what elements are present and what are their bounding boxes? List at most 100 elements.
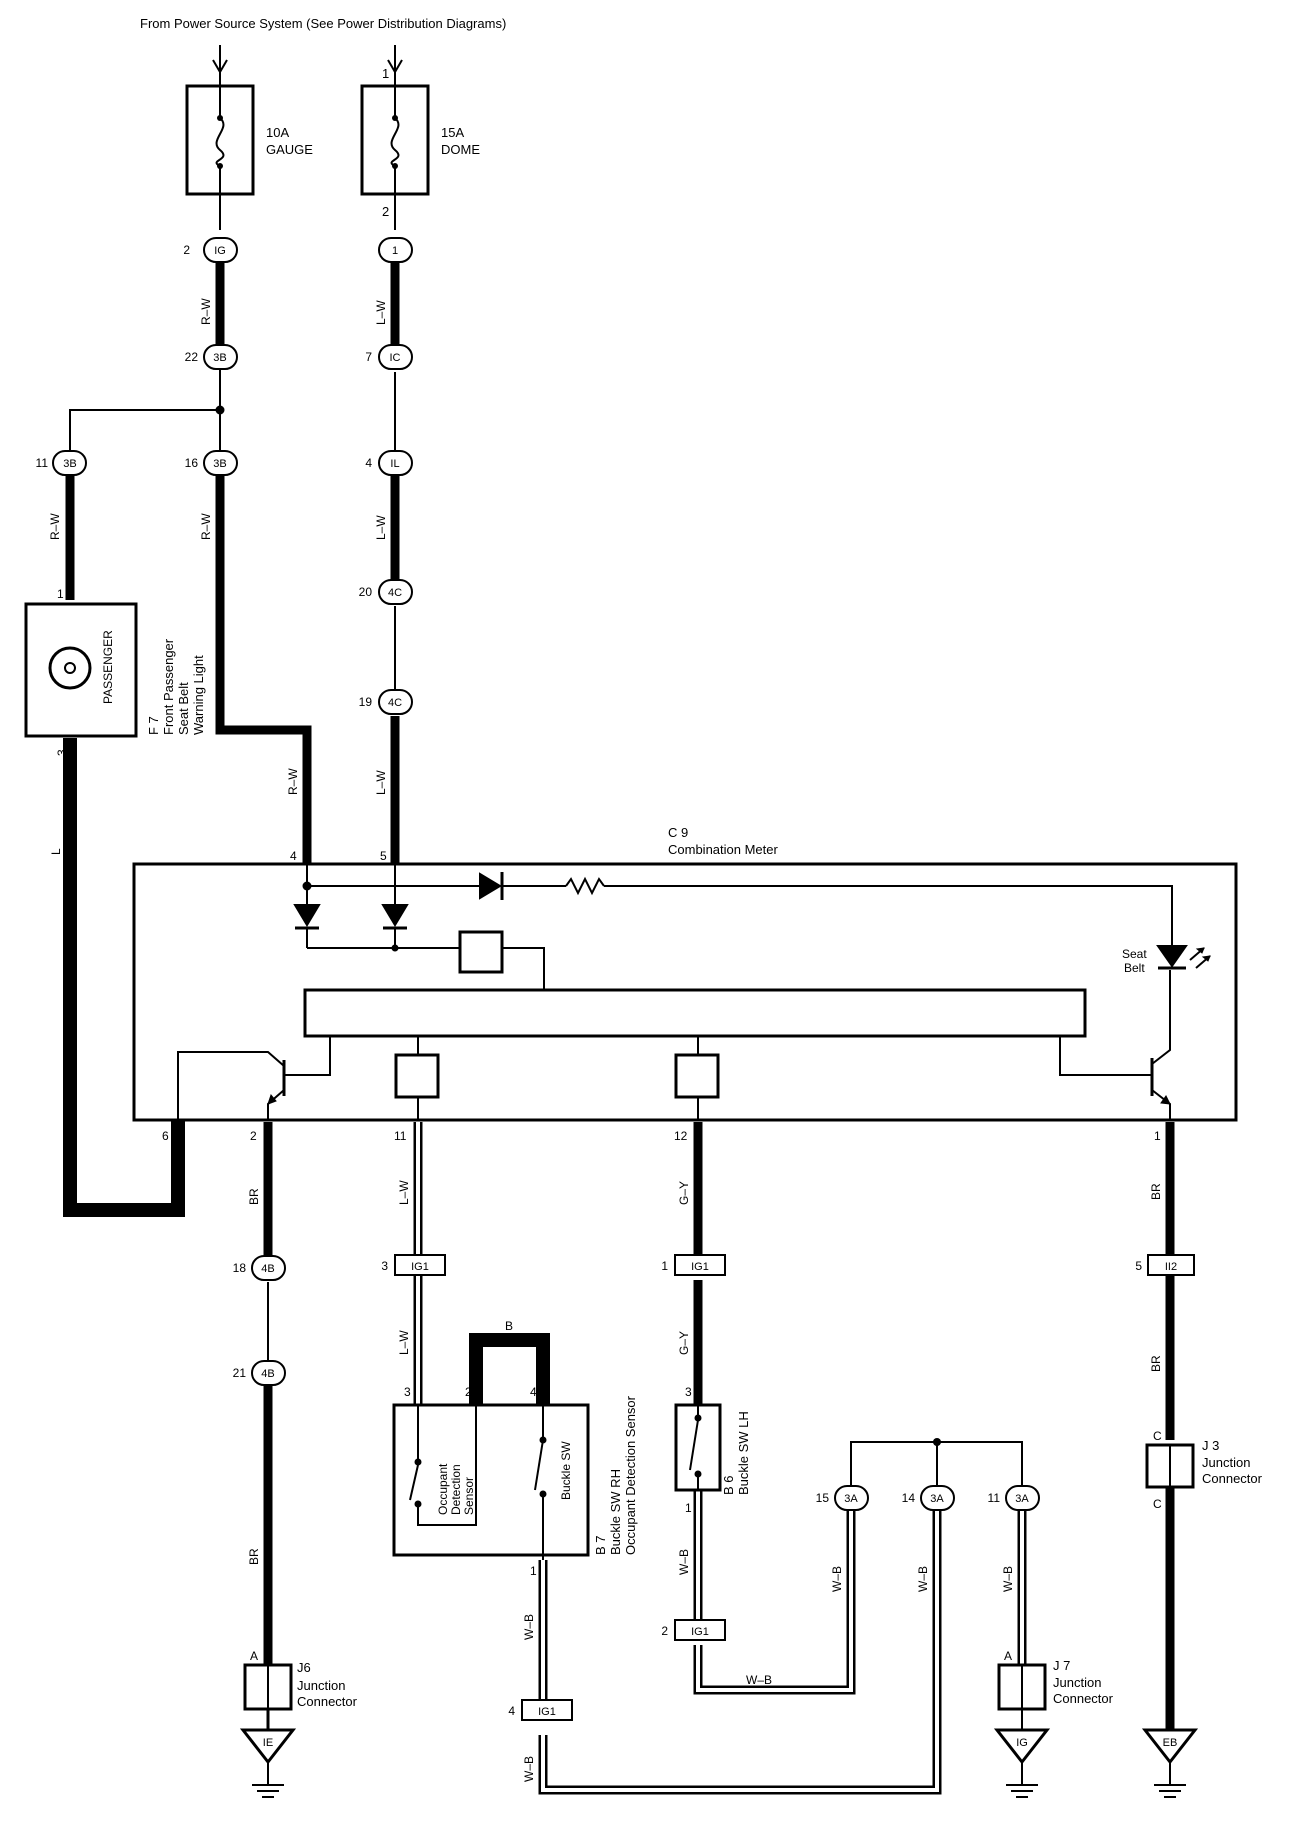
- svg-text:3B: 3B: [63, 458, 76, 470]
- fuse-dome-name: DOME: [441, 142, 480, 157]
- connector-ig-top: IG 2: [183, 237, 238, 263]
- connector-ig1-1: IG1 1: [661, 1254, 726, 1276]
- connector-dome-1: 1: [378, 237, 413, 263]
- b6-line1: Buckle SW LH: [736, 1411, 751, 1495]
- svg-text:19: 19: [359, 695, 373, 709]
- svg-text:3A: 3A: [930, 1493, 944, 1505]
- j3-line1: Junction: [1202, 1455, 1250, 1470]
- svg-text:4B: 4B: [261, 1368, 274, 1380]
- svg-text:IG: IG: [214, 245, 226, 257]
- wire-label-wb-1: W–B: [677, 1549, 691, 1575]
- svg-text:3B: 3B: [213, 352, 226, 364]
- j3-code: J 3: [1202, 1438, 1219, 1453]
- b7-sensor-line1: Occupant: [436, 1463, 450, 1515]
- wire-network: [63, 250, 1175, 1730]
- svg-text:IG1: IG1: [691, 1261, 709, 1273]
- svg-text:4: 4: [365, 456, 372, 470]
- junction-j7: [997, 1663, 1047, 1730]
- warning-light-line1: Front Passenger: [161, 638, 176, 735]
- ground-ie: [239, 1728, 297, 1798]
- wire-label-rw-1: R–W: [199, 298, 213, 325]
- connector-3a-11: 3A 11: [988, 1485, 1040, 1511]
- b7-sensor-line3: Sensor: [462, 1477, 476, 1515]
- j6-code: J6: [297, 1660, 311, 1675]
- meter-pin-2: 2: [250, 1129, 257, 1143]
- warning-light-f7: PASSENGER: [24, 602, 138, 738]
- wire-label-br-4: BR: [247, 1548, 261, 1565]
- connector-3a-14: 3A 14: [902, 1485, 955, 1511]
- svg-text:3B: 3B: [213, 458, 226, 470]
- j7-code: J 7: [1053, 1658, 1070, 1673]
- b7-line1: Buckle SW RH: [608, 1469, 623, 1555]
- b6-pin-3: 3: [685, 1385, 692, 1399]
- junction-j3: [1145, 1443, 1195, 1489]
- meter-pin-1: 1: [1154, 1129, 1161, 1143]
- connector-ig1-2: IG1 2: [661, 1619, 726, 1641]
- meter-pin-4: 4: [290, 849, 297, 863]
- fuse-gauge: [185, 72, 255, 230]
- svg-text:4B: 4B: [261, 1263, 274, 1275]
- connector-ig1-3: IG1 3: [381, 1254, 446, 1276]
- svg-text:3A: 3A: [1015, 1493, 1029, 1505]
- b7-pin-1: 1: [530, 1564, 537, 1578]
- wire-label-wb-6: W–B: [522, 1756, 536, 1782]
- svg-text:1: 1: [661, 1259, 668, 1273]
- wire-label-wb-5: W–B: [522, 1614, 536, 1640]
- b7-pin-4: 4: [530, 1385, 537, 1399]
- meter-pin-11: 11: [394, 1129, 407, 1143]
- wire-label-wb-4: W–B: [1001, 1566, 1015, 1592]
- meter-belt-label: Belt: [1124, 961, 1145, 975]
- j3-line2: Connector: [1202, 1471, 1263, 1486]
- connector-3b-22: 3B 22: [185, 344, 238, 370]
- svg-text:IG1: IG1: [538, 1706, 556, 1718]
- svg-text:11: 11: [36, 456, 49, 470]
- svg-text:IG1: IG1: [691, 1626, 709, 1638]
- svg-text:4C: 4C: [388, 587, 402, 599]
- wire-label-lw-2: L–W: [374, 515, 388, 540]
- fuse-gauge-name: GAUGE: [266, 142, 313, 157]
- wire-color-labels: R–W L–W R–W R–W L–W R–W L–W L BR L–W G–Y…: [48, 298, 1163, 1782]
- wire-label-b: B: [505, 1319, 513, 1333]
- svg-text:4: 4: [508, 1704, 515, 1718]
- fuse-dome-rating: 15A: [441, 125, 464, 140]
- wire-label-rw-4: R–W: [286, 768, 300, 795]
- j7-line1: Junction: [1053, 1675, 1101, 1690]
- wire-label-rw-2: R–W: [48, 513, 62, 540]
- warning-light-code: F 7: [146, 716, 161, 735]
- warning-light-inner-label: PASSENGER: [101, 630, 115, 704]
- b6-code: B 6: [721, 1475, 736, 1495]
- warning-light-pin-top: 1: [57, 587, 64, 601]
- wire-label-wb-7: W–B: [746, 1673, 772, 1687]
- power-source-arrows: [212, 45, 403, 74]
- wire-label-br-3: BR: [1149, 1355, 1163, 1372]
- connector-ic-7: IC 7: [365, 344, 413, 370]
- wire-label-wb-3: W–B: [916, 1566, 930, 1592]
- svg-text:20: 20: [359, 585, 373, 599]
- svg-text:1: 1: [392, 245, 398, 257]
- wire-label-lw-3: L–W: [374, 770, 388, 795]
- svg-text:18: 18: [233, 1261, 247, 1275]
- b6-pin-1: 1: [685, 1501, 692, 1515]
- connector-3b-16: 3B 16: [185, 450, 238, 476]
- connector-3a-15: 3A 15: [816, 1485, 869, 1511]
- wire-label-l: L: [49, 848, 63, 855]
- svg-text:II2: II2: [1165, 1261, 1177, 1273]
- connector-4c-19: 4C 19: [359, 689, 413, 715]
- meter-pin-6: 6: [162, 1129, 169, 1143]
- wire-label-lw-4: L–W: [397, 1180, 411, 1205]
- connector-ii2-5: II2 5: [1135, 1254, 1195, 1276]
- meter-seat-label: Seat: [1122, 947, 1147, 961]
- wire-label-lw-1: L–W: [374, 300, 388, 325]
- meter-name: Combination Meter: [668, 842, 778, 857]
- fuse-dome-pin-top: 1: [382, 66, 389, 81]
- j6-line2: Connector: [297, 1694, 358, 1709]
- warning-light-pin-bottom: 3: [55, 749, 69, 756]
- connector-4c-20: 4C 20: [359, 579, 413, 605]
- wire-label-lw-5: L–W: [397, 1330, 411, 1355]
- j6-line1: Junction: [297, 1678, 345, 1693]
- b7-pin-2: 2: [465, 1385, 472, 1399]
- buckle-switch-rh-b7: [392, 1403, 590, 1560]
- b7-sensor-line2: Detection: [449, 1464, 463, 1515]
- svg-text:22: 22: [185, 350, 199, 364]
